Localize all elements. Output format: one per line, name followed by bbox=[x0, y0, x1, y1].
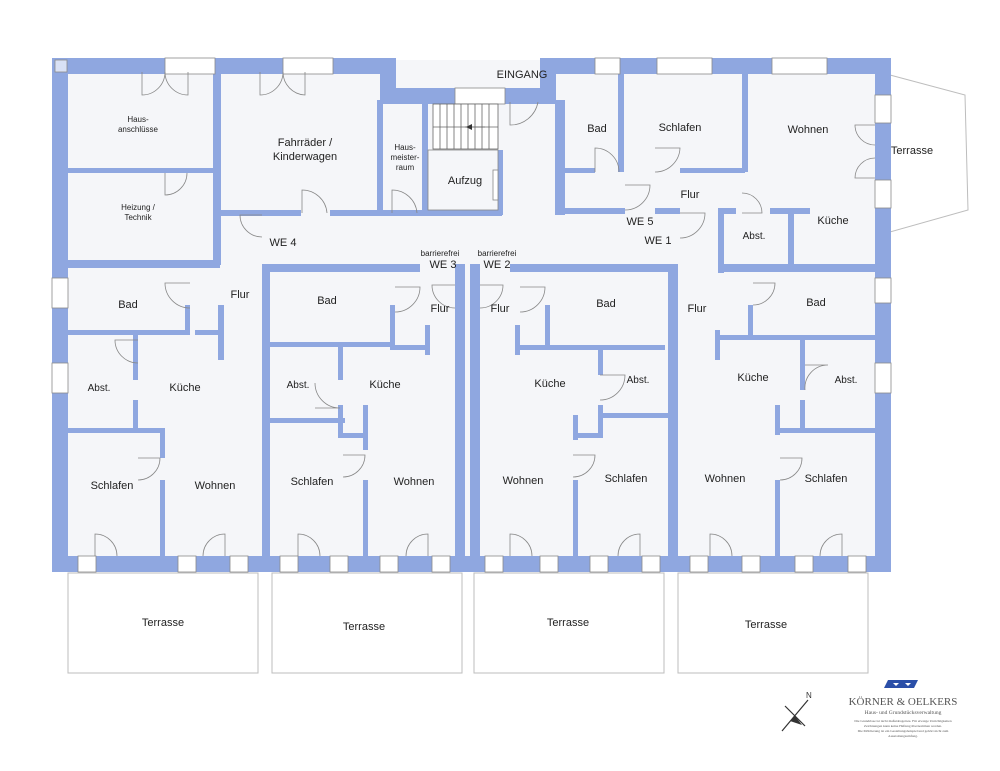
we3-barrierefrei: barrierefrei bbox=[421, 249, 460, 258]
labels: EINGANG Haus- anschlüsse Heizung / Techn… bbox=[88, 69, 933, 633]
unit-we3: WE 3 bbox=[430, 259, 457, 271]
we1-schlafen: Schlafen bbox=[805, 473, 848, 485]
room-heizung-l2: Technik bbox=[124, 213, 152, 222]
unit-we5: WE 5 bbox=[627, 216, 654, 228]
we4-bad: Bad bbox=[118, 299, 138, 311]
we3-bad: Bad bbox=[317, 295, 337, 307]
entrance-label: EINGANG bbox=[497, 69, 548, 81]
we5-flur: Flur bbox=[681, 189, 700, 201]
we1-bad: Bad bbox=[806, 297, 826, 309]
compass-icon: N bbox=[781, 691, 812, 732]
room-hausmeister-l3: raum bbox=[396, 163, 415, 172]
terrace-1-label: Terrasse bbox=[142, 617, 184, 629]
room-hausmeister-l2: meister- bbox=[391, 153, 420, 162]
logo: KÖRNER & OELKERS Haus- und Grundstücksve… bbox=[849, 680, 958, 738]
we4-kueche: Küche bbox=[169, 382, 200, 394]
we5-abst: Abst. bbox=[743, 231, 766, 242]
we5-bad: Bad bbox=[587, 123, 607, 135]
terrace-4 bbox=[677, 572, 869, 674]
terrace-5-label: Terrasse bbox=[891, 145, 933, 157]
logo-mark-icon bbox=[884, 680, 918, 688]
we3-kueche: Küche bbox=[369, 379, 400, 391]
we2-flur: Flur bbox=[491, 303, 510, 315]
elevator bbox=[427, 149, 499, 211]
logo-subtitle: Haus- und Grundstücksverwaltung bbox=[865, 710, 942, 716]
we2-kueche: Küche bbox=[534, 378, 565, 390]
we3-flur: Flur bbox=[431, 303, 450, 315]
logo-disclaimer-1: Die Grundrisse ist nicht maßstabsgetreu.… bbox=[854, 719, 951, 723]
room-hausmeister-l1: Haus- bbox=[394, 143, 416, 152]
room-fahrraeder-l1: Fahrräder / bbox=[278, 137, 333, 149]
compass-north: N bbox=[806, 691, 812, 700]
we1-wohnen: Wohnen bbox=[705, 473, 746, 485]
staircase bbox=[432, 103, 499, 150]
doors bbox=[94, 71, 876, 557]
unit-we2: WE 2 bbox=[484, 259, 511, 271]
we3-schlafen: Schlafen bbox=[291, 476, 334, 488]
we4-wohnen: Wohnen bbox=[195, 480, 236, 492]
room-hausanschluesse-l2: anschlüsse bbox=[118, 125, 159, 134]
windows bbox=[51, 57, 892, 573]
terrace-2 bbox=[271, 572, 463, 674]
terrace-3-label: Terrasse bbox=[547, 617, 589, 629]
room-heizung-l1: Heizung / bbox=[121, 203, 156, 212]
room-hausanschluesse-l1: Haus- bbox=[127, 115, 149, 124]
we4-flur: Flur bbox=[231, 289, 250, 301]
we1-kueche: Küche bbox=[737, 372, 768, 384]
logo-name: KÖRNER & OELKERS bbox=[849, 696, 958, 708]
logo-disclaimer-4: Ausstattungsumfang. bbox=[888, 734, 918, 738]
logo-disclaimer-3: Die Möblierung ist ein Gestaltungsbeispi… bbox=[858, 729, 949, 733]
terrace-1 bbox=[67, 572, 259, 674]
we3-abst: Abst. bbox=[287, 380, 310, 391]
we4-schlafen: Schlafen bbox=[91, 480, 134, 492]
we1-flur: Flur bbox=[688, 303, 707, 315]
we5-kueche: Küche bbox=[817, 215, 848, 227]
logo-disclaimer-2: Zeichnungen kann keine Haftung übernomme… bbox=[864, 724, 942, 728]
we2-schlafen: Schlafen bbox=[605, 473, 648, 485]
unit-we4: WE 4 bbox=[270, 237, 297, 249]
we2-bad: Bad bbox=[596, 298, 616, 310]
room-fahrraeder-l2: Kinderwagen bbox=[273, 151, 337, 163]
unit-we1: WE 1 bbox=[645, 235, 672, 247]
we2-barrierefrei: barrierefrei bbox=[478, 249, 517, 258]
terrace-2-label: Terrasse bbox=[343, 621, 385, 633]
we4-abst: Abst. bbox=[88, 383, 111, 394]
we2-abst: Abst. bbox=[627, 375, 650, 386]
we2-wohnen: Wohnen bbox=[503, 475, 544, 487]
terrace-4-label: Terrasse bbox=[745, 619, 787, 631]
terrace-3 bbox=[473, 572, 665, 674]
we5-schlafen: Schlafen bbox=[659, 122, 702, 134]
we3-wohnen: Wohnen bbox=[394, 476, 435, 488]
room-aufzug: Aufzug bbox=[448, 175, 482, 187]
we5-wohnen: Wohnen bbox=[788, 124, 829, 136]
we1-abst: Abst. bbox=[835, 375, 858, 386]
